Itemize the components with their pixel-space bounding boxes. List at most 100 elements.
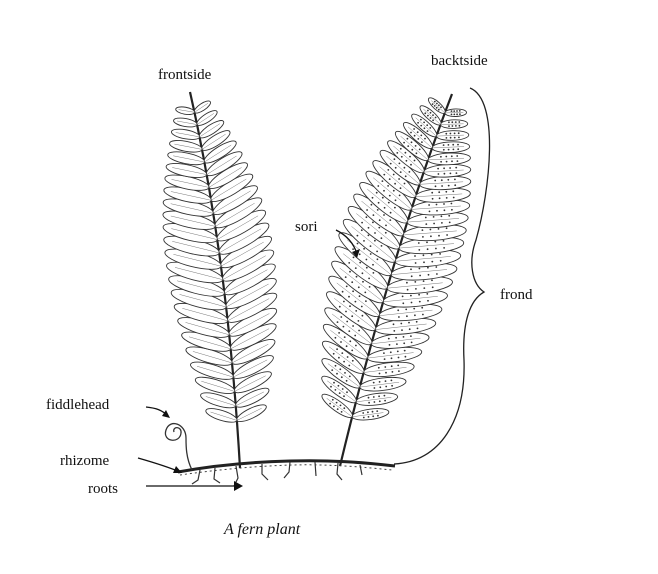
- sorus-dot: [352, 290, 354, 292]
- sorus-dot: [427, 115, 429, 117]
- sorus-dot: [429, 211, 431, 213]
- sorus-dot: [377, 209, 379, 211]
- sorus-dot: [404, 167, 406, 169]
- sorus-dot: [401, 329, 403, 331]
- sorus-dot: [425, 223, 427, 225]
- sorus-dot: [394, 183, 396, 185]
- sorus-dot: [452, 125, 454, 127]
- sorus-dot: [448, 149, 450, 151]
- sorus-dot: [366, 209, 368, 211]
- sorus-dot: [416, 152, 418, 154]
- sorus-dot: [444, 209, 446, 211]
- sorus-dot: [384, 207, 386, 209]
- sorus-dot: [455, 121, 457, 123]
- sorus-dot: [404, 183, 406, 185]
- sorus-dot: [434, 105, 436, 107]
- sorus-dot: [357, 243, 359, 245]
- sorus-dot: [348, 365, 350, 367]
- sorus-dot: [343, 326, 345, 328]
- sorus-dot: [400, 323, 402, 325]
- sorus-dot: [458, 121, 460, 123]
- sorus-dot: [385, 372, 387, 374]
- sorus-dot: [436, 204, 438, 206]
- sorus-dot: [393, 174, 395, 176]
- sorus-dot: [362, 412, 364, 414]
- sorus-dot: [452, 190, 454, 192]
- sorus-dot: [391, 385, 393, 387]
- sorus-dot: [437, 168, 439, 170]
- sorus-dot: [430, 117, 432, 119]
- sorus-dot: [417, 122, 419, 124]
- sorus-dot: [440, 161, 442, 163]
- sorus-dot: [427, 110, 429, 112]
- sorus-dot: [399, 195, 401, 197]
- sorus-dot: [406, 282, 408, 284]
- sorus-dot: [406, 160, 408, 162]
- sorus-dot: [451, 121, 453, 123]
- sorus-dot: [403, 342, 405, 344]
- sorus-dot: [346, 345, 348, 347]
- sorus-dot: [397, 365, 399, 367]
- sorus-dot: [411, 302, 413, 304]
- sorus-dot: [414, 255, 416, 257]
- sorus-dot: [398, 370, 400, 372]
- sorus-dot: [363, 248, 365, 250]
- sorus-dot: [372, 197, 374, 199]
- sorus-dot: [453, 114, 455, 116]
- sorus-dot: [402, 302, 404, 304]
- sorus-dot: [448, 121, 450, 123]
- sorus-dot: [361, 229, 363, 231]
- sorus-dot: [451, 110, 453, 112]
- sorus-dot: [446, 227, 448, 229]
- sorus-dot: [381, 237, 383, 239]
- sorus-dot: [402, 296, 404, 298]
- sorus-dot: [414, 314, 416, 316]
- sorus-dot: [368, 397, 370, 399]
- sorus-dot: [453, 110, 455, 112]
- sorus-dot: [373, 214, 375, 216]
- fiddlehead-arrowhead: [162, 410, 170, 418]
- sorus-dot: [354, 335, 356, 337]
- sorus-dot: [426, 124, 428, 126]
- sorus-dot: [383, 352, 385, 354]
- sorus-dot: [331, 369, 333, 371]
- sorus-dot: [424, 112, 426, 114]
- sorus-dot: [407, 138, 409, 140]
- sorus-dot: [445, 156, 447, 158]
- sorus-dot: [439, 253, 441, 255]
- sorus-dot: [424, 127, 426, 129]
- sorus-dot: [338, 332, 340, 334]
- sorus-dot: [446, 234, 448, 236]
- sorus-dot: [422, 314, 424, 316]
- sorus-dot: [456, 155, 458, 157]
- sorus-dot: [421, 307, 423, 309]
- sorus-dot: [431, 261, 433, 263]
- sorus-dot: [372, 411, 374, 413]
- sorus-dot: [445, 133, 447, 135]
- sorus-dot: [393, 330, 395, 332]
- sorus-dot: [346, 286, 348, 288]
- sorus-dot: [343, 361, 345, 363]
- sorus-dot: [346, 321, 348, 323]
- sorus-dot: [342, 388, 344, 390]
- sorus-dot: [393, 323, 395, 325]
- sorus-dot: [431, 279, 433, 281]
- sorus-dot: [376, 410, 378, 412]
- sorus-dot: [446, 161, 448, 163]
- sorus-dot: [443, 144, 445, 146]
- sorus-dot: [405, 356, 407, 358]
- sorus-dot: [347, 356, 349, 358]
- sorus-dot: [385, 386, 387, 388]
- sorus-dot: [387, 185, 389, 187]
- sorus-dot: [420, 125, 422, 127]
- sorus-dot: [423, 261, 425, 263]
- sorus-dot: [355, 310, 357, 312]
- sorus-dot: [423, 122, 425, 124]
- sorus-dot: [453, 197, 455, 199]
- sorus-dot: [405, 175, 407, 177]
- sorus-dot: [376, 251, 378, 253]
- sorus-dot: [454, 137, 456, 139]
- sorus-dot: [395, 199, 397, 201]
- sorus-dot: [453, 149, 455, 151]
- sorus-dot: [427, 300, 429, 302]
